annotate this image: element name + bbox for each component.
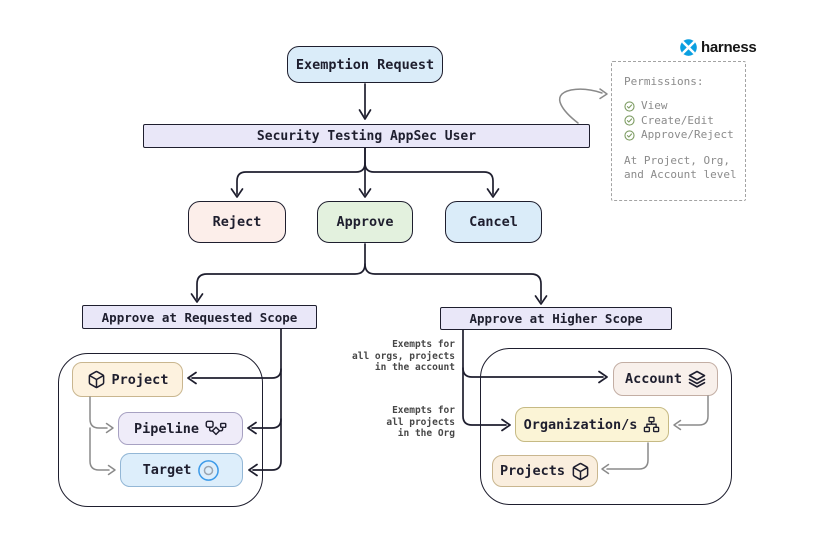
arrow-approve-to-higher-scope bbox=[364, 263, 542, 302]
note-line: Exempts for bbox=[392, 339, 455, 350]
permission-item-view: View bbox=[624, 99, 739, 114]
cancel-node: Cancel bbox=[445, 201, 542, 243]
note-line: all orgs, projects bbox=[352, 350, 455, 362]
permission-item-approve-reject: Approve/Reject bbox=[624, 128, 739, 143]
reject-node: Reject bbox=[188, 201, 286, 243]
arrow-approve-to-requested-scope bbox=[196, 243, 366, 300]
arrow-appsec-to-reject bbox=[236, 147, 366, 195]
pipeline-label: Pipeline bbox=[133, 420, 200, 437]
approve-node: Approve bbox=[317, 201, 413, 243]
requested-scope-node: Approve at Requested Scope bbox=[82, 305, 317, 329]
check-circle-icon bbox=[624, 130, 635, 141]
requested-scope-label: Approve at Requested Scope bbox=[101, 309, 298, 325]
permissions-title: Permissions: bbox=[624, 75, 704, 88]
higher-scope-node: Approve at Higher Scope bbox=[440, 307, 672, 330]
permissions-scope-line: At Project, Org, bbox=[624, 153, 730, 167]
account-scope-note: Exempts for all orgs, projects in the ac… bbox=[345, 339, 455, 374]
account-label: Account bbox=[625, 371, 682, 387]
layers-icon bbox=[688, 370, 706, 388]
approve-label: Approve bbox=[336, 214, 394, 230]
organizations-node: Organization/s bbox=[515, 407, 669, 442]
permission-label: View bbox=[641, 99, 668, 112]
permissions-scope-note: At Project, Org, and Account level bbox=[624, 154, 739, 183]
permissions-panel: Permissions: View Create/Edit bbox=[611, 61, 746, 201]
note-line: all projects bbox=[386, 416, 455, 428]
project-node: Project bbox=[72, 362, 183, 397]
sitemap-icon bbox=[643, 416, 660, 433]
reject-label: Reject bbox=[212, 214, 262, 230]
projects-node: Projects bbox=[492, 455, 598, 487]
note-line: Exempts for bbox=[392, 405, 455, 416]
org-scope-note: Exempts for all projects in the Org bbox=[345, 405, 455, 440]
harness-wordmark: harness bbox=[701, 39, 757, 56]
cube-icon bbox=[87, 370, 106, 389]
note-line: in the account bbox=[374, 362, 455, 373]
account-node: Account bbox=[613, 362, 718, 396]
arrow-appsec-to-permissions bbox=[558, 88, 603, 124]
target-node: Target bbox=[120, 453, 243, 487]
target-icon bbox=[197, 459, 220, 482]
harness-logo: harness bbox=[679, 38, 757, 57]
exemption-request-label: Exemption Request bbox=[295, 56, 435, 73]
permission-label: Create/Edit bbox=[641, 113, 714, 127]
arrow-appsec-to-cancel bbox=[364, 162, 494, 195]
exemption-request-node: Exemption Request bbox=[287, 46, 443, 83]
note-line: in the Org bbox=[397, 428, 455, 439]
cancel-label: Cancel bbox=[469, 214, 518, 230]
pipeline-icon bbox=[205, 420, 227, 437]
permission-label: Approve/Reject bbox=[641, 128, 734, 141]
projects-label: Projects bbox=[499, 463, 566, 479]
higher-scope-label: Approve at Higher Scope bbox=[469, 311, 643, 326]
project-label: Project bbox=[111, 371, 169, 388]
pipeline-node: Pipeline bbox=[118, 412, 243, 445]
appsec-user-node: Security Testing AppSec User bbox=[143, 124, 590, 148]
target-label: Target bbox=[142, 462, 192, 478]
cube-icon bbox=[571, 462, 590, 481]
permissions-scope-line: and Account level bbox=[624, 168, 737, 181]
appsec-user-label: Security Testing AppSec User bbox=[256, 128, 477, 144]
check-circle-icon bbox=[624, 101, 635, 112]
organizations-label: Organization/s bbox=[523, 416, 638, 433]
check-circle-icon bbox=[624, 115, 635, 126]
permission-item-create-edit: Create/Edit bbox=[624, 114, 739, 129]
higher-scope-container bbox=[480, 348, 732, 505]
harness-logo-icon bbox=[679, 38, 698, 57]
